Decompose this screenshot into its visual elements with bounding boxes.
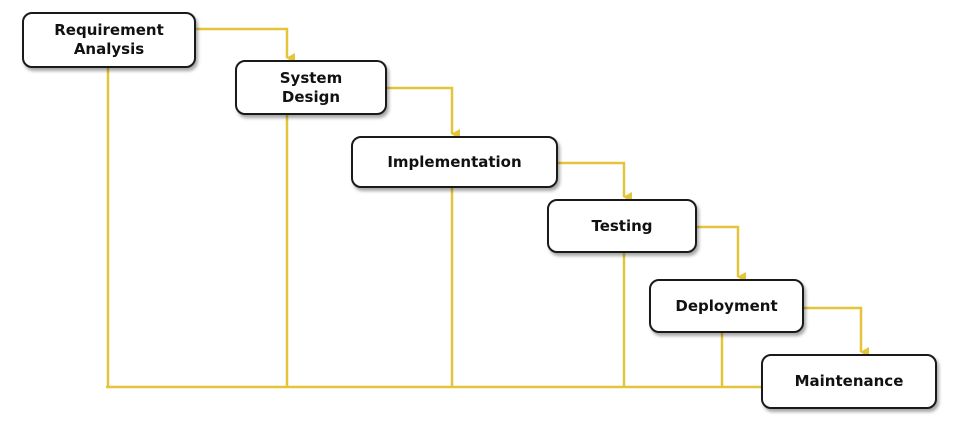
stage-implementation: Implementation (351, 136, 558, 188)
stage-requirement-analysis: Requirement Analysis (22, 12, 196, 68)
stage-label: Implementation (387, 152, 522, 171)
arrow-implementation-to-testing (558, 161, 632, 202)
stage-testing: Testing (547, 199, 697, 253)
arrow-design-to-implementation (387, 86, 460, 139)
stage-label: Maintenance (794, 372, 904, 390)
stage-deployment: Deployment (649, 279, 804, 333)
stage-label: Testing (591, 216, 653, 235)
stage-system-design: System Design (235, 60, 387, 115)
stage-label: Deployment (675, 296, 778, 315)
stage-maintenance: Maintenance (761, 354, 937, 409)
stage-label: System Design (279, 68, 343, 106)
stage-label: Requirement Analysis (54, 21, 164, 58)
arrow-requirement-to-design (196, 27, 295, 63)
arrow-testing-to-deployment (697, 225, 746, 282)
arrow-deployment-to-maintenance (804, 306, 869, 357)
